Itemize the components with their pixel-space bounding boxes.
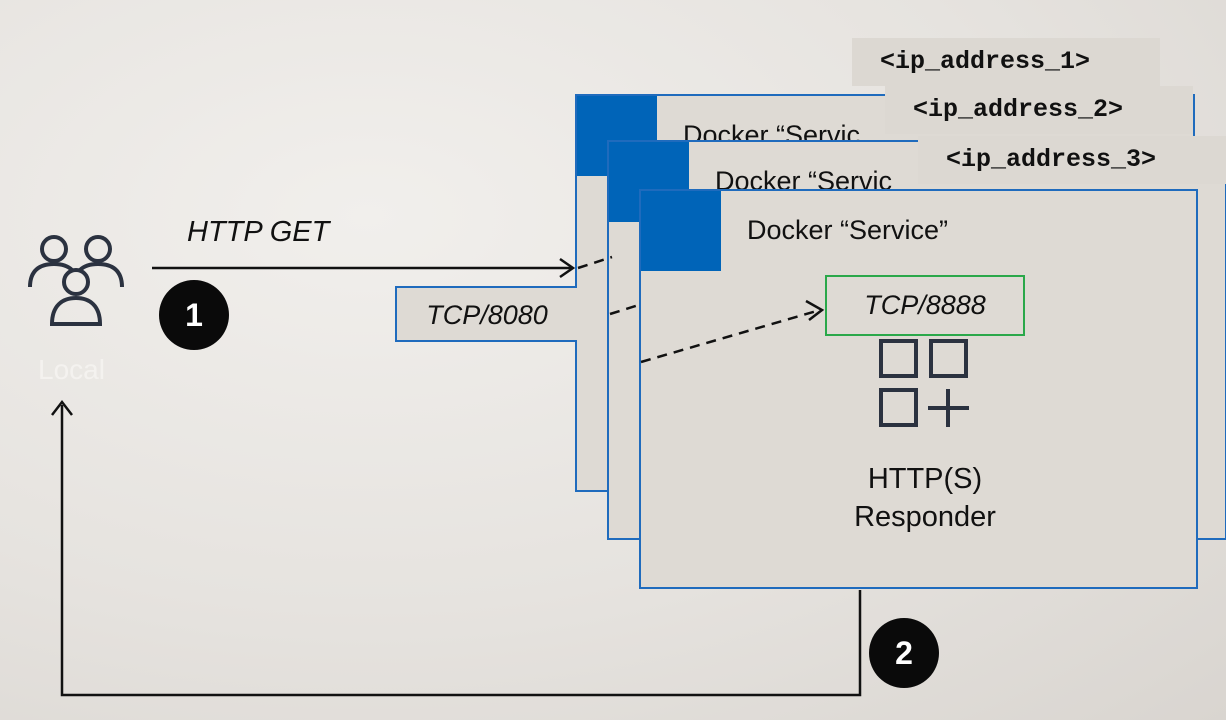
ip-address-tag-1: <ip_address_1> [852, 38, 1160, 86]
request-label: HTTP GET [187, 216, 330, 248]
users-group-icon [28, 235, 124, 326]
step-2-badge: 2 [869, 618, 939, 688]
service-card-front: Docker “Service” [639, 189, 1198, 589]
service-card-header-block [641, 191, 721, 271]
client-label: Local [38, 354, 105, 385]
ip-address-tag-2-overlay: <ip_address_2> [885, 86, 1193, 134]
responder-label-line1: HTTP(S) [867, 463, 983, 495]
host-port-box: TCP/8080 [395, 286, 577, 342]
responder-label: HTTP(S) Responder [800, 460, 1050, 536]
service-card-title: Docker “Service” [747, 215, 949, 245]
step-1-badge: 1 [159, 280, 229, 350]
responder-label-line2: Responder [854, 501, 996, 533]
ip-address-tag-3-overlay: <ip_address_3> [918, 136, 1226, 184]
container-port-box: TCP/8888 [825, 275, 1025, 336]
app-grid-plus-icon [879, 339, 969, 427]
